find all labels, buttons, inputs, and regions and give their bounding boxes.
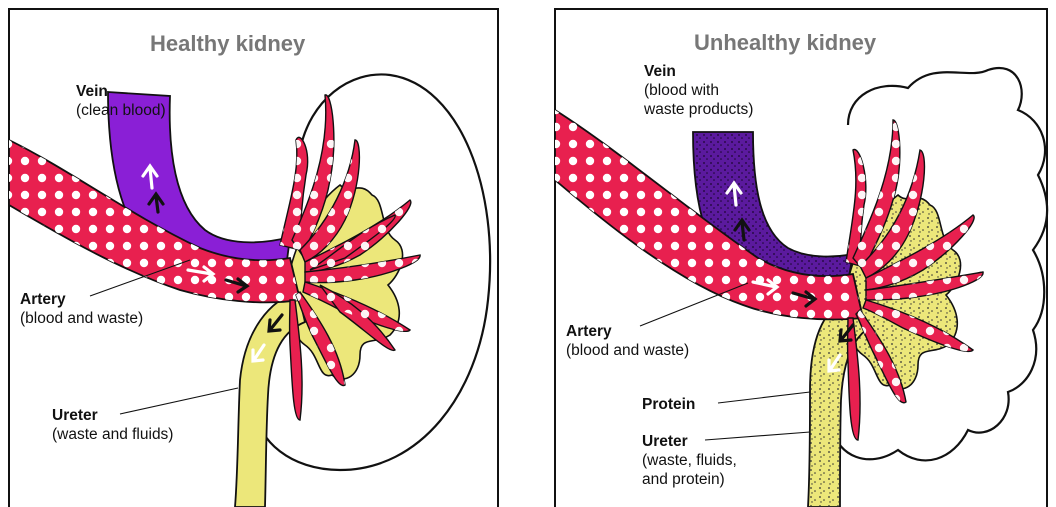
ureter-label: Ureter (waste, fluids, and protein) — [642, 432, 737, 489]
protein-label: Protein — [642, 395, 695, 414]
artery-label-desc: (blood and waste) — [20, 309, 143, 328]
vein-label-name: Vein — [76, 83, 108, 100]
vein-label: Vein (blood with waste products) — [644, 62, 753, 119]
ureter-label-name: Ureter — [642, 433, 688, 450]
ureter-label-desc-line1: (waste, fluids, — [642, 451, 737, 470]
artery-label-name: Artery — [20, 291, 66, 308]
unhealthy-kidney-illustration — [548, 0, 1056, 507]
ureter-label-desc-line2: and protein) — [642, 470, 737, 489]
vein-label-desc-line2: waste products) — [644, 100, 753, 119]
unhealthy-kidney-panel: Unhealthy kidney Vein (blood with waste … — [548, 0, 1056, 507]
panel-title: Unhealthy kidney — [694, 30, 876, 56]
artery-label-name: Artery — [566, 323, 612, 340]
artery-label: Artery (blood and waste) — [20, 290, 143, 328]
healthy-kidney-panel: Healthy kidney Vein (clean blood) Artery… — [0, 0, 505, 507]
panel-title: Healthy kidney — [150, 31, 305, 57]
ureter-label-desc: (waste and fluids) — [52, 425, 173, 444]
vein-label-desc: (clean blood) — [76, 101, 166, 120]
ureter-label: Ureter (waste and fluids) — [52, 406, 173, 444]
artery-label-desc: (blood and waste) — [566, 341, 689, 360]
vein-label: Vein (clean blood) — [76, 82, 166, 120]
protein-label-name: Protein — [642, 396, 695, 413]
artery-label: Artery (blood and waste) — [566, 322, 689, 360]
vein-label-desc-line1: (blood with — [644, 81, 753, 100]
ureter-label-name: Ureter — [52, 407, 98, 424]
vein-label-name: Vein — [644, 63, 676, 80]
